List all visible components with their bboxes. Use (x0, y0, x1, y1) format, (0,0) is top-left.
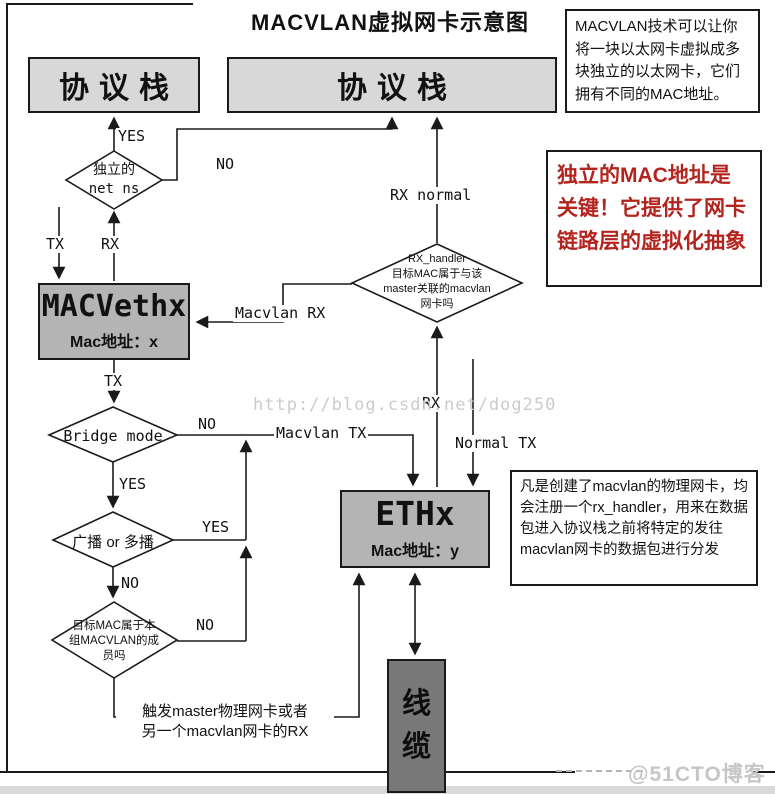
rx-handler-diamond-label: RX_handler 目标MAC属于与该 master关联的macvlan 网卡… (355, 252, 519, 311)
node-protocol-stack-right: 协议栈 (227, 57, 557, 113)
bridge-mode-diamond-label: Bridge mode (63, 427, 163, 445)
node-protocol-stack-left: 协议栈 (28, 57, 200, 113)
frame-bottom-line (0, 771, 575, 773)
rx-handler-line2: 目标MAC属于与该 (391, 267, 483, 280)
ethx-title: ETHx (375, 493, 455, 533)
node-cable: 线缆 (387, 659, 446, 793)
label-yes-bridge: YES (117, 475, 149, 493)
rx-handler-line1: RX_handler (407, 253, 467, 265)
label-no-bridge: NO (196, 415, 219, 433)
note-red-highlight: 独立的MAC地址是关键！它提供了网卡链路层的虚拟化抽象 (546, 150, 762, 287)
protocol-stack-right-label: 协议栈 (337, 72, 457, 105)
member-line3: 员吗 (102, 649, 126, 662)
label-yes-broadcast: YES (200, 518, 232, 536)
broadcast-diamond-label: 广播 or 多播 (72, 534, 154, 551)
note-rx-handler-info: 凡是创建了macvlan的物理网卡，均会注册一个rx_handler，用来在数据… (510, 470, 758, 586)
netns-diamond-shape (64, 150, 164, 210)
cable-label: 线缆 (401, 687, 431, 764)
trigger-note: 触发master物理网卡或者 另一个macvlan网卡的RX (116, 702, 334, 742)
netns-line1: 独立的 (93, 161, 135, 177)
macvethx-title: MACVethx (41, 288, 187, 324)
member-diamond-shape (50, 601, 179, 679)
label-rx-eth: RX (420, 394, 443, 412)
frame-top-line (6, 3, 193, 5)
member-line1: 目标MAC属于本 (72, 620, 156, 632)
edge-netns-no-to-stack-right (162, 116, 399, 181)
label-tx-mid: TX (102, 372, 125, 390)
frame-left-line (6, 3, 8, 772)
protocol-stack-left-label: 协议栈 (59, 72, 179, 105)
netns-diamond-label: 独立的 net ns (78, 159, 150, 200)
member-line2: 组MACVLAN的成 (68, 634, 160, 647)
note-macvlan-info-text: MACVLAN技术可以让你将一块以太网卡虚拟成多块独立的以太网卡，它们拥有不同的… (575, 18, 741, 103)
node-macvethx: MACVethx Mac地址：x (38, 283, 190, 360)
member-diamond-label: 目标MAC属于本 组MACVLAN的成 员吗 (60, 619, 168, 664)
page-title: MACVLAN虚拟网卡示意图 (251, 10, 529, 35)
netns-line2: net ns (88, 181, 140, 198)
51cto-watermark: @51CTO博客 (628, 763, 766, 786)
note-macvlan-info: MACVLAN技术可以让你将一块以太网卡虚拟成多块独立的以太网卡，它们拥有不同的… (565, 9, 760, 113)
edge-macvlan-rx (195, 283, 352, 329)
label-normal-tx: Normal TX (453, 434, 539, 452)
frame-bottom-line-right (752, 771, 775, 773)
note-red-highlight-text: 独立的MAC地址是关键！它提供了网卡链路层的虚拟化抽象 (557, 164, 746, 254)
bridge-mode-diamond-shape (46, 406, 180, 463)
label-tx-top: TX (44, 235, 67, 253)
node-ethx: ETHx Mac地址：y (340, 490, 490, 568)
edge-bridge-no-macvlan-tx (177, 434, 420, 487)
macvethx-mac-label: Mac地址：x (69, 334, 159, 352)
rx-handler-diamond-shape (350, 243, 524, 323)
broadcast-diamond-shape (51, 511, 175, 568)
label-rx-normal: RX normal (388, 186, 474, 204)
ethx-mac-label: Mac地址：y (370, 543, 460, 561)
trigger-line1: 触发master物理网卡或者 (142, 703, 308, 720)
bottom-dashed-line (556, 770, 642, 772)
label-no-member: NO (194, 616, 217, 634)
label-rx-top: RX (99, 235, 122, 253)
label-no-broadcast: NO (119, 574, 142, 592)
rx-handler-line4: 网卡吗 (420, 297, 454, 310)
note-rx-handler-info-text: 凡是创建了macvlan的物理网卡，均会注册一个rx_handler，用来在数据… (520, 479, 749, 559)
label-no-netns: NO (214, 155, 237, 173)
rx-handler-line3: master关联的macvlan (383, 282, 491, 295)
csdn-watermark: http://blog.csdn.net/dog250 (253, 395, 557, 415)
label-macvlan-rx: Macvlan RX (233, 304, 328, 322)
label-yes-netns: YES (116, 127, 148, 145)
label-macvlan-tx: Macvlan TX (274, 424, 369, 442)
trigger-line2: 另一个macvlan网卡的RX (141, 722, 309, 740)
